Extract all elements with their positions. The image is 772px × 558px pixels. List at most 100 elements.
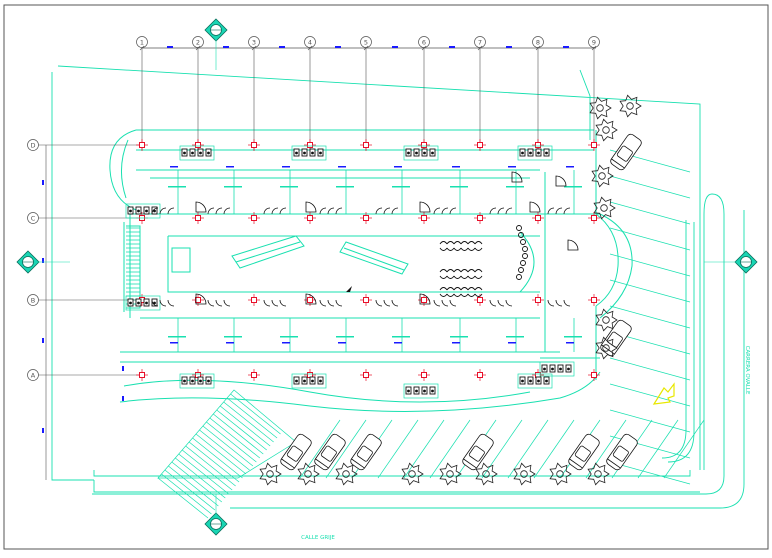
grid-bubble-top <box>474 36 486 48</box>
dim-text-mark <box>167 46 173 48</box>
column <box>418 212 430 224</box>
column <box>360 212 372 224</box>
door-swing <box>167 299 175 307</box>
room-dim-mark <box>452 166 460 168</box>
ramp-hatch <box>199 429 250 471</box>
grid-label-top: 2 <box>196 39 200 47</box>
toilet-fixtures <box>125 145 575 399</box>
room-dim-mark <box>394 342 402 344</box>
car <box>462 433 494 471</box>
dim-text-mark <box>42 428 44 433</box>
grid-label-top: 9 <box>592 39 596 47</box>
room-label-mark <box>168 336 186 338</box>
room-dim-mark <box>170 342 178 344</box>
door-swing <box>505 299 513 307</box>
room-label-mark <box>168 186 186 188</box>
doors <box>151 171 579 307</box>
door-swing <box>159 207 167 215</box>
dimension-lines <box>42 45 597 433</box>
restroom-block <box>291 373 327 389</box>
door-swing <box>263 299 271 307</box>
dim-tick <box>307 45 313 51</box>
tree <box>619 94 642 118</box>
restroom-block <box>517 145 553 161</box>
door-swing <box>271 207 279 215</box>
grid-bubble-top <box>304 36 316 48</box>
grid-bubble-side <box>27 139 39 151</box>
door-swing <box>223 207 231 215</box>
grid-label-side: A <box>31 372 36 380</box>
column <box>304 212 316 224</box>
room-label-mark <box>224 186 242 188</box>
parking-stripe <box>429 419 471 479</box>
grid-bubble-top <box>360 36 372 48</box>
shop-partitions <box>126 166 582 352</box>
grid-bubble-top <box>136 36 148 48</box>
dim-text-mark <box>42 338 44 343</box>
restroom-block <box>403 145 439 161</box>
table-set <box>453 269 462 279</box>
parked-cars <box>280 133 642 471</box>
main-door <box>305 201 317 213</box>
door-swing <box>335 207 343 215</box>
main-door <box>419 293 431 305</box>
ramp-hatch <box>164 469 216 511</box>
door-swing <box>215 299 223 307</box>
tree <box>595 118 618 142</box>
door-swing <box>207 207 215 215</box>
door-swing <box>547 299 555 307</box>
column <box>248 369 260 381</box>
table-set <box>453 241 462 251</box>
main-door <box>529 201 541 213</box>
room-dim-mark <box>566 166 574 168</box>
ramp-hatch <box>223 401 274 443</box>
door-swing <box>489 207 497 215</box>
dim-tick <box>477 45 483 51</box>
room-label-mark <box>564 336 582 338</box>
room-dim-mark <box>170 166 178 168</box>
street-label-right: CARRERA OVALLE <box>744 346 750 395</box>
door-swing <box>383 207 391 215</box>
door-swing <box>391 207 399 215</box>
column <box>532 139 544 151</box>
restroom-block <box>539 361 575 377</box>
ramp-hatch <box>188 441 240 483</box>
door-swing <box>383 299 391 307</box>
parking-stripe <box>609 357 691 381</box>
room-label-mark <box>392 336 410 338</box>
door-swing <box>505 207 513 215</box>
table-set <box>446 287 455 297</box>
room-dim-mark <box>508 342 516 344</box>
door-swing <box>327 299 335 307</box>
chair <box>520 260 526 266</box>
table-set <box>460 287 469 297</box>
tree <box>513 462 536 486</box>
ramp-hatch <box>181 449 233 491</box>
main-door <box>195 293 207 305</box>
main-door <box>305 293 317 305</box>
room-dim-mark <box>508 166 516 168</box>
ramp-hatch <box>213 413 264 455</box>
door-swing <box>151 207 159 215</box>
room-dim-mark <box>282 342 290 344</box>
chair <box>518 232 524 238</box>
parking-stripe <box>325 419 367 479</box>
restroom-block <box>403 383 439 399</box>
tree <box>595 336 618 360</box>
car <box>314 433 346 471</box>
tree <box>259 462 282 486</box>
table-set <box>474 269 483 279</box>
column <box>588 369 600 381</box>
table-set <box>467 241 476 251</box>
grid-label-side: D <box>30 142 35 150</box>
dim-tick <box>195 45 201 51</box>
door-swing <box>335 299 343 307</box>
parking-stripe <box>609 253 691 277</box>
ramp-hatch <box>157 477 209 519</box>
column <box>248 139 260 151</box>
room-dim-mark <box>394 166 402 168</box>
door-swing <box>489 299 497 307</box>
car <box>568 433 600 471</box>
parking-stripe <box>609 461 691 485</box>
column <box>474 369 486 381</box>
